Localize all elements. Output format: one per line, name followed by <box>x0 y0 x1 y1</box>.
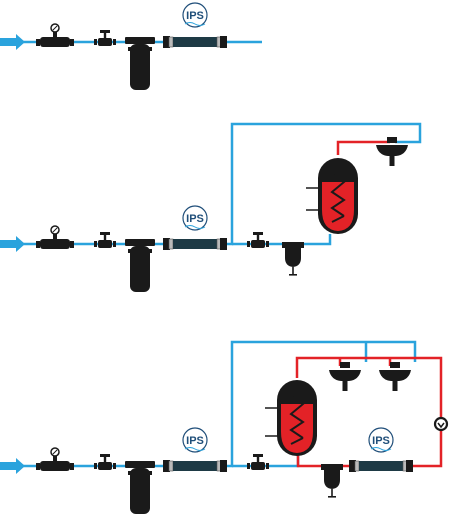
mechanical-filter-icon <box>125 37 155 90</box>
mixer-tap <box>390 362 400 368</box>
inlet-arrow <box>0 34 25 50</box>
water-meter-icon <box>35 23 75 48</box>
scheme-1: IPS <box>0 2 262 90</box>
ips-logo: IPS <box>182 427 208 453</box>
ips-logo: IPS <box>182 205 208 231</box>
small-filter-icon <box>321 464 343 498</box>
sink-icon <box>376 145 408 166</box>
ips-logo: IPS <box>182 2 208 28</box>
mixer-tap <box>387 137 397 143</box>
water-meter-icon <box>35 447 75 472</box>
water-heater-icon <box>276 379 318 457</box>
ips-device-icon <box>162 459 228 473</box>
mixer-tap <box>340 362 350 368</box>
inlet-arrow <box>0 236 25 252</box>
ips-device-icon <box>162 237 228 251</box>
mechanical-filter-icon <box>125 239 155 292</box>
ips-device-icon <box>348 459 414 473</box>
svg-text:IPS: IPS <box>372 435 390 447</box>
svg-text:IPS: IPS <box>186 10 204 22</box>
ips-logo: IPS <box>368 427 394 453</box>
hot-water-pipe <box>336 140 390 155</box>
cold-water-branch <box>232 234 332 246</box>
sink-icon <box>329 370 361 391</box>
scheme-3: IPS IPS <box>0 340 449 514</box>
sink-icon <box>379 370 411 391</box>
small-filter-icon <box>282 242 304 276</box>
shut-off-valve-icon <box>247 454 269 470</box>
shut-off-valve-icon <box>94 454 116 470</box>
shut-off-valve-icon <box>94 232 116 248</box>
shut-off-valve-icon <box>94 30 116 46</box>
water-heater-icon <box>317 157 359 235</box>
circulation-pump-icon <box>433 416 449 432</box>
water-meter-icon <box>35 225 75 250</box>
mechanical-filter-icon <box>125 461 155 514</box>
ips-device-icon <box>162 35 228 49</box>
inlet-arrow <box>0 458 25 474</box>
svg-text:IPS: IPS <box>186 213 204 225</box>
shut-off-valve-icon <box>247 232 269 248</box>
scheme-2: IPS <box>0 122 422 292</box>
svg-text:IPS: IPS <box>186 435 204 447</box>
cold-water-pipe <box>0 340 417 468</box>
hot-water-pipe <box>295 356 443 468</box>
